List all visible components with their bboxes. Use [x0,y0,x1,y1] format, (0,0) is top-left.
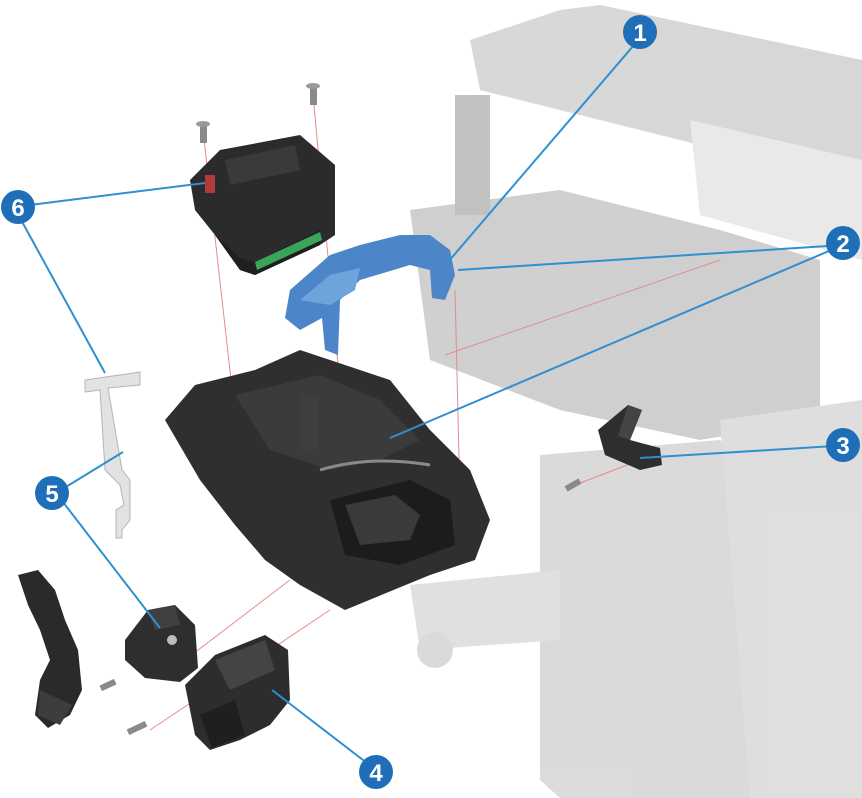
callout-5: 5 [35,476,69,510]
callout-circle [1,190,35,224]
callout-label: 2 [836,231,849,258]
callout-label: 3 [836,433,849,460]
callout-circle [826,428,860,462]
callout-4: 4 [359,755,393,789]
printer-stand-leg [410,570,560,650]
leader-line-2b [389,244,844,439]
callout-label: 1 [633,20,646,47]
callout-circle [623,15,657,49]
screw-icon [126,721,148,735]
leader-line-5a [55,492,161,629]
callout-circle [359,755,393,789]
callout-2: 2 [826,226,860,260]
callout-1: 1 [623,15,657,49]
callout-circle [35,476,69,510]
leader-lines [13,37,851,771]
screw-icon [306,83,320,105]
leader-line-6b [13,206,106,374]
leader-line-6a [13,182,206,208]
printer-left-post [455,95,490,215]
callout-6: 6 [1,190,35,224]
leader-line-4 [271,689,377,771]
part-blue-bracket [285,235,455,355]
printer-side-panel [540,440,760,798]
screw-icon [564,478,582,492]
callout-label: 6 [11,195,24,222]
printer-background [410,5,862,798]
callout-circle [826,226,860,260]
part-flat-cable [84,371,141,539]
part-carriage-base [165,350,490,610]
part-electronics-module [190,135,335,275]
callout-label: 5 [45,481,58,508]
part-small-bracket [598,405,662,470]
callout-label: 4 [369,760,383,787]
leader-line-1 [447,37,641,263]
printer-wheel [417,632,453,668]
part-side-arm [18,570,82,728]
part-lower-module [185,635,290,750]
screw-group [99,83,582,735]
screw-icon [99,678,117,692]
callout-3: 3 [826,428,860,462]
part-sensor-block [125,605,198,682]
leader-line-3 [639,444,851,459]
printer-stand-bin [720,400,862,798]
screw-icon [196,121,210,143]
leader-line-2a [457,244,844,271]
printer-print-platen [690,120,862,260]
